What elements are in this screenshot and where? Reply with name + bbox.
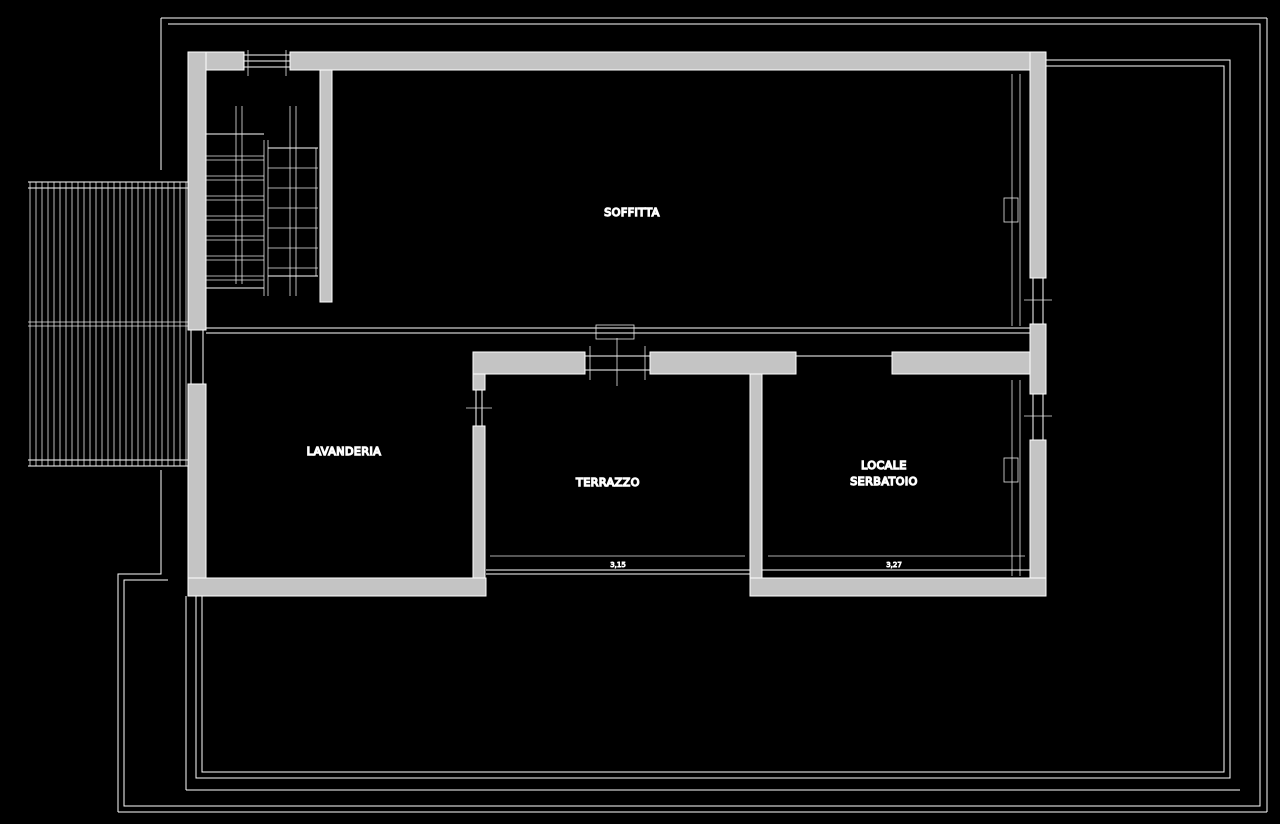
wall-top	[289, 51, 1047, 71]
wall-terrazzo-left-lower	[472, 425, 486, 579]
room-label-lavanderia: LAVANDERIA	[307, 445, 382, 458]
roof-outline	[185, 59, 1240, 791]
wall-right-lower	[1029, 439, 1047, 597]
wall-terrazzo-top-right	[649, 351, 797, 375]
door-terrazzo-top	[585, 338, 650, 386]
dimension-serbatoio-width: 3,27	[886, 561, 902, 569]
wall-right-middle	[1029, 323, 1047, 395]
room-label-terrazzo: TERRAZZO	[575, 476, 640, 489]
internal-staircase	[206, 106, 318, 296]
wall-right-upper	[1029, 51, 1047, 279]
door-terrazzo-side	[466, 390, 492, 426]
wall-stair-partition	[319, 69, 333, 303]
wall-terrazzo-right	[749, 373, 763, 579]
window-right-lower	[1024, 394, 1052, 440]
window-top	[244, 50, 290, 76]
interior-lines	[206, 74, 1030, 576]
wall-left-lower	[187, 383, 207, 597]
dimension-terrazzo-width: 3,15	[610, 561, 626, 569]
room-label-locale: LOCALE	[861, 459, 907, 472]
wall-serbatoio-top	[891, 351, 1031, 375]
room-label-soffitta: SOFFITTA	[604, 206, 659, 219]
wall-terrazzo-left-upper	[472, 373, 486, 391]
walls	[187, 51, 1047, 597]
external-staircase	[28, 181, 188, 467]
wall-left-upper	[187, 51, 207, 331]
room-label-serbatoio: SERBATOIO	[850, 475, 918, 488]
openings	[190, 50, 1052, 440]
wall-terrazzo-top-left	[472, 351, 586, 375]
window-right-upper	[1024, 278, 1052, 324]
wall-bottom-left	[187, 577, 487, 597]
site-outline	[117, 17, 1268, 813]
wall-bottom-right	[749, 577, 1047, 597]
dimension-lines	[490, 197, 1025, 557]
door-lavanderia	[190, 330, 204, 384]
